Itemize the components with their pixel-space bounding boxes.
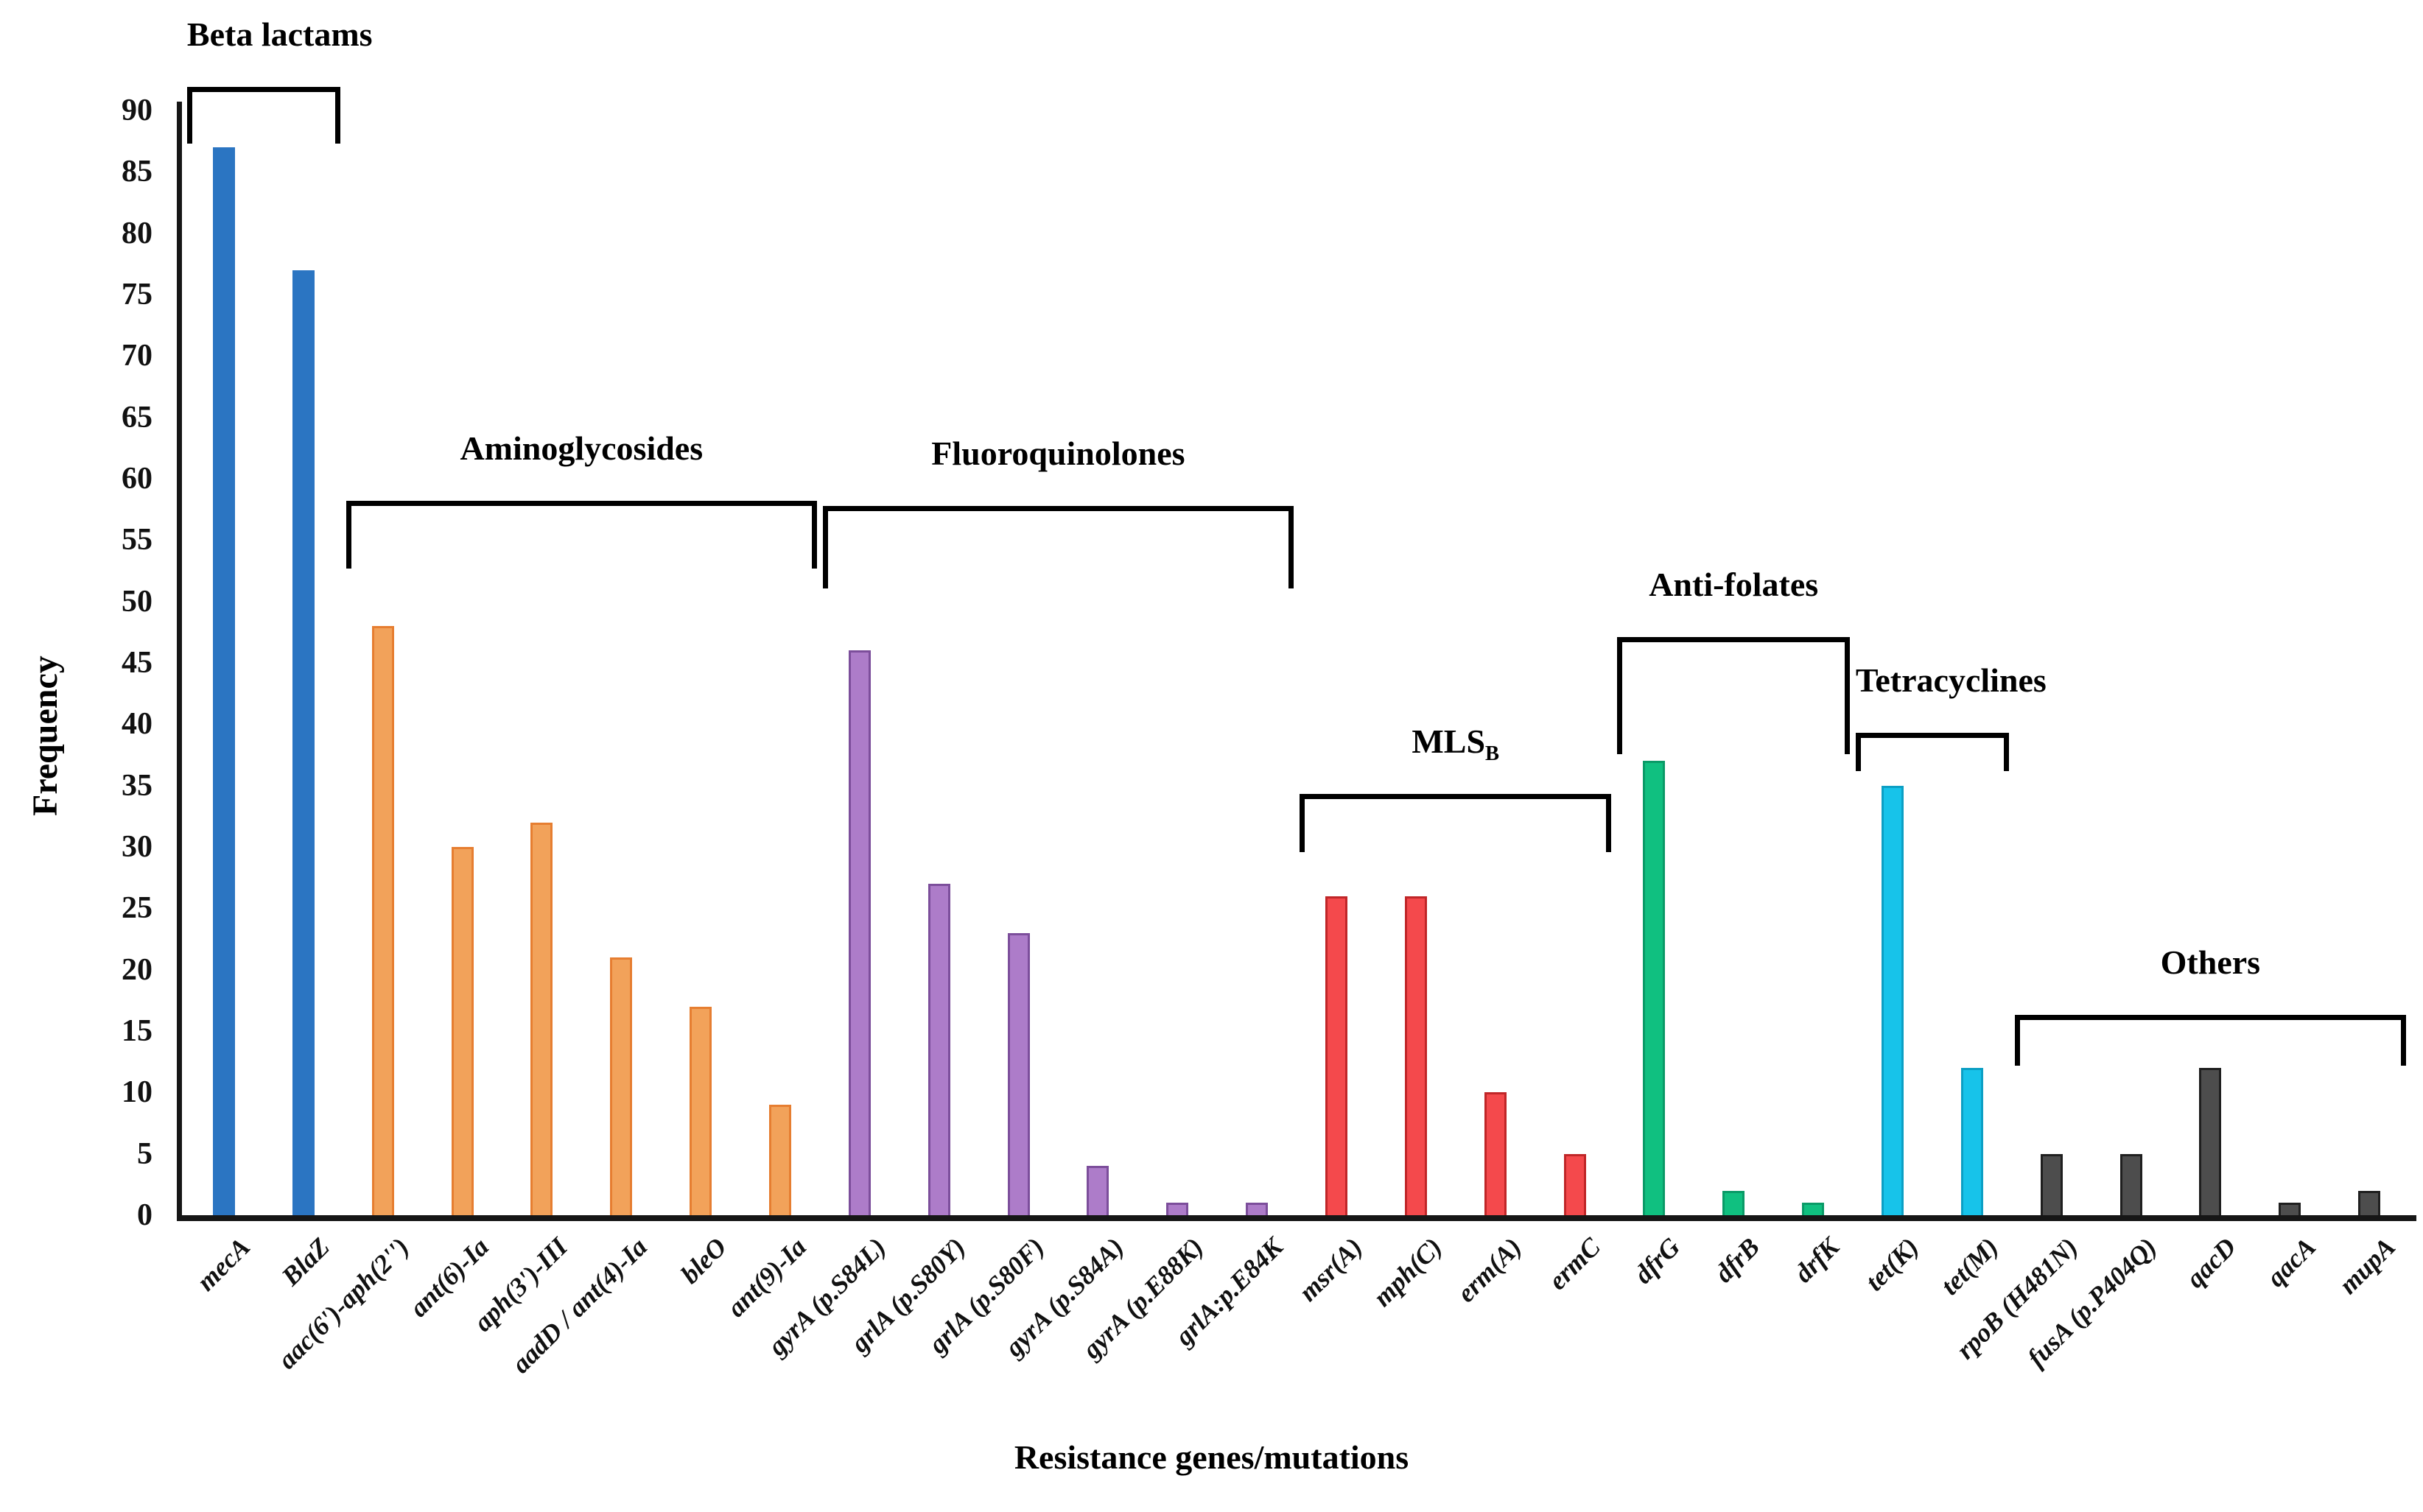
bar: [1643, 761, 1666, 1215]
x-tick-label: aadD / ant(4)-Ia: [505, 1231, 653, 1379]
group-label: Fluoroquinolones: [931, 435, 1185, 472]
x-tick-label: tet(M): [1935, 1231, 2004, 1301]
bracket-leg: [186, 92, 192, 144]
bar: [2119, 1153, 2142, 1215]
x-tick-label: BlaZ: [276, 1231, 335, 1292]
group-label: Tetracyclines: [1855, 661, 2047, 699]
y-tick-label: 20: [122, 952, 152, 987]
bracket-leg: [1845, 642, 1851, 754]
bar: [928, 883, 950, 1215]
group-bracket: [186, 87, 340, 144]
bar: [530, 822, 553, 1215]
y-tick-label: 75: [122, 277, 152, 312]
x-tick-label: mph(C): [1367, 1231, 1448, 1312]
x-tick-label: qacA: [2261, 1231, 2322, 1293]
group-bracket: [346, 501, 817, 569]
y-tick-label: 90: [122, 93, 152, 127]
x-tick-label: mupA: [2333, 1231, 2402, 1300]
bar: [690, 1006, 712, 1215]
y-tick-label: 15: [122, 1013, 152, 1048]
y-tick-label: 55: [122, 523, 152, 558]
x-tick-label: tet(K): [1859, 1231, 1924, 1297]
y-tick-label: 50: [122, 584, 152, 619]
bar: [1960, 1067, 1983, 1215]
x-tick-label: qacD: [2180, 1231, 2243, 1294]
group-bracket: [822, 506, 1294, 588]
x-tick-label: mecA: [191, 1231, 256, 1297]
bracket-leg: [2014, 1020, 2020, 1066]
group-label: Anti-folates: [1649, 566, 1819, 603]
group-label: Aminoglycosides: [460, 429, 704, 467]
bracket-leg: [346, 506, 351, 569]
y-tick-label: 40: [122, 707, 152, 742]
bar: [848, 650, 871, 1215]
y-tick-label: 65: [122, 400, 152, 435]
y-tick-label: 85: [122, 155, 152, 189]
y-tick-label: 35: [122, 768, 152, 803]
x-tick-label: bleO: [675, 1231, 733, 1290]
bar: [371, 625, 394, 1215]
bar: [1325, 896, 1347, 1215]
bar: [292, 270, 315, 1215]
bracket-leg: [334, 92, 340, 144]
bar: [1881, 785, 1904, 1215]
bracket-leg: [811, 506, 817, 569]
x-tick-label: dfrG: [1628, 1231, 1686, 1290]
bracket-leg: [1855, 738, 1861, 771]
bar: [1007, 932, 1030, 1215]
bar: [2279, 1203, 2301, 1215]
y-tick-label: 45: [122, 645, 152, 680]
bracket-leg: [1606, 799, 1612, 852]
bar: [1802, 1203, 1825, 1215]
x-tick-label: erm(A): [1451, 1231, 1527, 1308]
bracket-leg: [2401, 1020, 2407, 1066]
x-tick-label: msr(A): [1293, 1231, 1368, 1307]
bracket-leg: [1299, 799, 1305, 852]
x-tick-label: dfrB: [1708, 1231, 1766, 1289]
bar: [768, 1104, 791, 1215]
y-axis-title: Frequency: [26, 655, 65, 816]
y-tick-label: 80: [122, 216, 152, 250]
y-tick-label: 5: [137, 1136, 152, 1171]
y-tick-label: 0: [137, 1198, 152, 1232]
bar: [2199, 1067, 2222, 1215]
bar: [1484, 1092, 1507, 1215]
group-label: MLSB: [1412, 722, 1500, 766]
bar: [1404, 896, 1427, 1215]
bracket-leg: [822, 511, 828, 588]
bar: [451, 846, 474, 1215]
bar: [610, 957, 633, 1215]
bar: [1722, 1190, 1745, 1215]
group-label: Others: [2160, 943, 2261, 981]
bar: [1166, 1203, 1189, 1215]
y-axis-line: [177, 102, 182, 1220]
group-bracket: [1617, 637, 1851, 754]
x-axis-line: [177, 1215, 2416, 1221]
y-tick-label: 25: [122, 891, 152, 926]
group-bracket: [1855, 733, 2009, 771]
group-label: Beta lactams: [186, 15, 373, 53]
bracket-leg: [1617, 642, 1623, 754]
bar: [1563, 1153, 1586, 1215]
y-tick-label: 30: [122, 829, 152, 864]
x-tick-label: ermC: [1543, 1231, 1607, 1295]
y-tick-label: 10: [122, 1075, 152, 1110]
bar: [2040, 1153, 2063, 1215]
y-tick-label: 70: [122, 339, 152, 373]
group-bracket: [2014, 1015, 2407, 1066]
y-tick-label: 60: [122, 461, 152, 496]
group-bracket: [1299, 794, 1612, 852]
bar: [1246, 1203, 1269, 1215]
x-tick-label: drfK: [1788, 1231, 1845, 1289]
bracket-leg: [1288, 511, 1294, 588]
bracket-leg: [2003, 738, 2009, 771]
bar: [2358, 1190, 2381, 1215]
bar: [1087, 1166, 1109, 1215]
x-axis-title: Resistance genes/mutations: [1014, 1438, 1409, 1476]
bar: [212, 147, 235, 1215]
